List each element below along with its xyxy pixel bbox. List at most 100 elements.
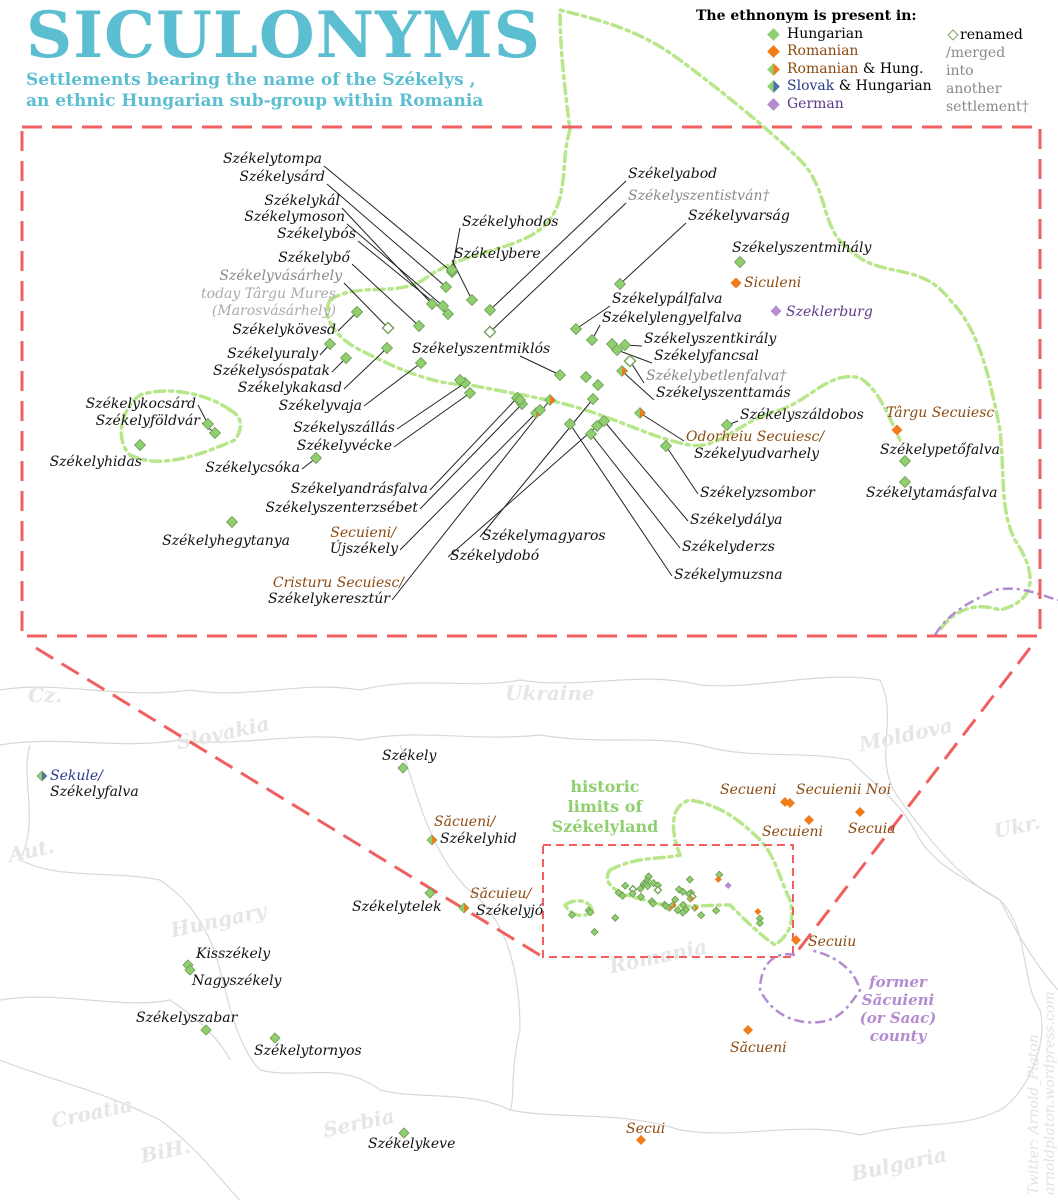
country-label: Croatia (49, 1092, 135, 1133)
settlement-label: Săcueni/ (434, 814, 497, 830)
szekelyland-label: historic limits of Székelyland (552, 777, 659, 836)
settlement-label: Székelybere (454, 246, 541, 262)
settlement-label: Secuia (848, 821, 896, 837)
legend-heading: The ethnonym is present in: (696, 8, 917, 24)
settlement-label: Székelydálya (690, 512, 782, 528)
leader-line (447, 425, 598, 558)
settlement-label: Szeklerburg (786, 304, 873, 320)
country-label: BiH. (137, 1134, 192, 1168)
settlement-label: Székelyszállás (293, 420, 395, 436)
leader-line (429, 397, 518, 491)
settlement-label: Székelyszentmiklós (412, 341, 550, 357)
settlement-label: Székelykövesd (232, 322, 336, 338)
settlement-label: Székelyderzs (682, 539, 775, 555)
settlement-label: Székelyvécke (297, 438, 392, 454)
settlement-marker-icon (685, 875, 694, 884)
legend-item-hungarian: Hungarian (766, 26, 932, 44)
settlement-label: Székelyhid (440, 831, 517, 847)
annotation-text: former (868, 973, 928, 991)
subtitle-line: an ethnic Hungarian sub-group within Rom… (26, 91, 484, 111)
legend-label: Slovak (787, 78, 835, 94)
settlement-label: Székelytornyos (254, 1043, 362, 1059)
legend-item-romanian-hungarian: Romanian & Hung. (766, 61, 932, 79)
settlement-marker-icon (208, 426, 222, 440)
settlement-marker-icon (653, 885, 663, 895)
settlement-marker-icon (636, 1135, 646, 1145)
settlement-label: Székelyfancsal (654, 348, 759, 364)
leader-line (363, 362, 422, 407)
country-label: Bulgaria (848, 1142, 949, 1186)
country-label: Ukraine (505, 681, 595, 705)
leader-line (665, 445, 699, 495)
leader-line (616, 349, 653, 364)
settlement-label: Székelysóspatak (213, 363, 330, 379)
settlement-marker-icon (618, 891, 627, 900)
settlement-marker-icon (697, 911, 706, 920)
settlement-label: Székelymoson (244, 209, 345, 225)
legend-item-renamed: renamed /merged into another settlement† (946, 26, 1029, 116)
leader-line (419, 403, 523, 510)
settlement-marker-icon (458, 902, 470, 914)
settlement-label: Székelypálfalva (612, 291, 722, 307)
country-labels: Cz. Slovakia Ukraine Moldova Ukr. Aut. H… (4, 681, 1042, 1186)
settlement-label: Székelyszáldobos (740, 407, 864, 423)
settlement-marker-icon (605, 337, 619, 351)
inset-frame (20, 125, 1042, 959)
leader-line (639, 412, 685, 442)
settlement-marker-icon (544, 394, 556, 406)
settlement-label: Székelykeresztúr (268, 591, 391, 607)
leader-line (326, 183, 447, 288)
settlement-marker-icon (453, 373, 467, 387)
settlement-label: Székelyvásárhely (219, 268, 343, 284)
settlement-marker-icon (611, 913, 620, 922)
settlement-label: Săcuieu/ (470, 886, 533, 902)
leader-line (479, 398, 594, 538)
settlement-marker-icon (323, 337, 337, 351)
leader-line (569, 423, 673, 577)
credit: Twitter: Arnold_Platon arnoldplaton.word… (1026, 991, 1058, 1195)
settlement-marker-icon (898, 475, 912, 489)
settlement-marker-icon (686, 894, 695, 903)
settlement-label: Siculeni (744, 275, 801, 291)
settlement-label: Secuieni/ (330, 525, 397, 541)
legend-label: renamed (960, 27, 1023, 43)
settlement-label: Székelyfalva (50, 784, 139, 800)
country-label: Cz. (28, 683, 62, 707)
settlement-label: Székelyhodos (462, 214, 558, 230)
settlement-marker-icon (668, 901, 677, 909)
settlement-marker-icon (439, 280, 453, 294)
settlement-marker-icon (381, 321, 395, 335)
leader-line (343, 282, 389, 329)
legend-label: Romanian (787, 60, 859, 77)
settlement-marker-icon (724, 881, 732, 889)
settlement-marker-icon (754, 908, 762, 916)
settlement-marker-icon (579, 370, 593, 384)
settlement-label: Székelybós (277, 226, 356, 242)
legend-label: German (787, 95, 844, 112)
settlement-marker-icon (269, 1032, 281, 1044)
subtitle-line: Settlements bearing the name of the Szék… (26, 70, 476, 90)
settlement-label: Secueni (720, 782, 777, 798)
legend-label: into another (946, 63, 1002, 97)
settlement-label: Székelyszenterzsébet (265, 500, 418, 516)
settlement-label: Székelykocsárd (86, 396, 196, 412)
legend-label: & Hungarian (834, 78, 932, 94)
settlement-marker-icon (584, 427, 598, 441)
settlement-label: Székelykál (264, 193, 340, 209)
settlement-marker-icon (661, 901, 670, 911)
credit-twitter: Twitter: Arnold_Platon (1026, 1034, 1042, 1195)
settlement-marker-icon (720, 418, 734, 432)
settlement-label: Székelyszentkirály (644, 331, 777, 347)
settlement-marker-icon (533, 403, 547, 417)
leader-line (341, 207, 433, 305)
leader-line (603, 420, 689, 522)
settlement-marker-icon (634, 407, 646, 419)
settlement-marker-icon (553, 368, 567, 382)
purple-diamond-icon (767, 97, 780, 111)
settlement-marker-icon (483, 303, 497, 317)
settlement-label: Târgu Secuiesc (886, 405, 994, 421)
settlement-marker-icon (613, 277, 627, 291)
settlement-label: Cristuru Secuiesc/ (273, 575, 405, 591)
settlement-marker-icon (350, 305, 364, 319)
country-label: Slovakia (174, 711, 271, 754)
